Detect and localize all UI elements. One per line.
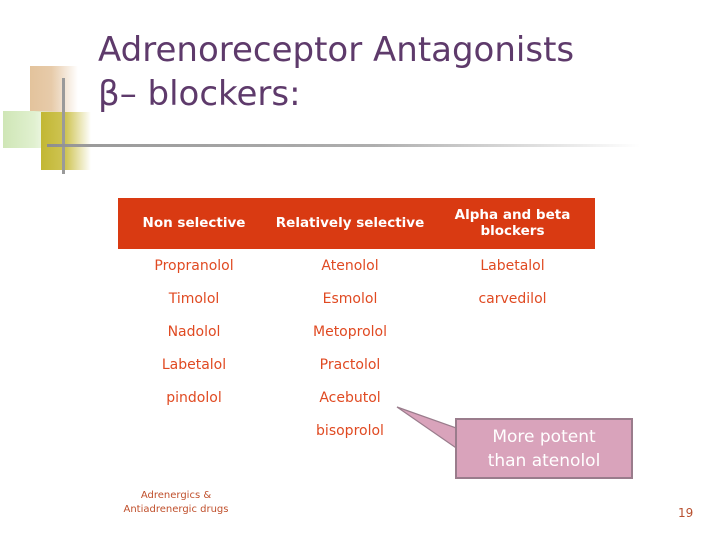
table-cell: Metoprolol bbox=[270, 315, 430, 348]
callout-line-1: More potent bbox=[492, 426, 596, 447]
table-cell: Acebutol bbox=[270, 381, 430, 414]
decorative-vertical-rule bbox=[62, 78, 65, 174]
table-cell bbox=[118, 414, 270, 447]
table-row: Nadolol Metoprolol bbox=[118, 315, 595, 348]
table-cell: Esmolol bbox=[270, 282, 430, 315]
table-row: Timolol Esmolol carvedilol bbox=[118, 282, 595, 315]
title-underline-rule bbox=[47, 144, 640, 147]
table-cell: bisoprolol bbox=[270, 414, 430, 447]
table-cell: Labetalol bbox=[430, 249, 595, 282]
callout-line-2: than atenolol bbox=[487, 450, 601, 471]
table-cell: carvedilol bbox=[430, 282, 595, 315]
table-cell bbox=[430, 381, 595, 414]
table-cell: Timolol bbox=[118, 282, 270, 315]
table-cell: Atenolol bbox=[270, 249, 430, 282]
footer-note-line-2: Antiadrenergic drugs bbox=[123, 504, 229, 515]
decorative-tan-square bbox=[30, 66, 78, 112]
page-title-line-2: β– blockers: bbox=[98, 74, 301, 114]
column-header-relatively-selective: Relatively selective bbox=[270, 198, 430, 249]
footer-note-line-1: Adrenergics & bbox=[140, 490, 212, 501]
table-cell bbox=[430, 315, 595, 348]
table-cell: Practolol bbox=[270, 348, 430, 381]
table-row: pindolol Acebutol bbox=[118, 381, 595, 414]
table-cell: Labetalol bbox=[118, 348, 270, 381]
page-title-line-1: Adrenoreceptor Antagonists bbox=[98, 30, 575, 70]
callout-more-potent: More potent than atenolol bbox=[455, 418, 633, 479]
table-cell: pindolol bbox=[118, 381, 270, 414]
page-title: Adrenoreceptor Antagonists β– blockers: bbox=[98, 28, 698, 116]
beta-blockers-table: Non selective Relatively selective Alpha… bbox=[118, 198, 595, 447]
table-cell: Propranolol bbox=[118, 249, 270, 282]
table-row: Labetalol Practolol bbox=[118, 348, 595, 381]
table-row: Propranolol Atenolol Labetalol bbox=[118, 249, 595, 282]
table-cell bbox=[430, 348, 595, 381]
page-number: 19 bbox=[678, 506, 694, 520]
table-header-row: Non selective Relatively selective Alpha… bbox=[118, 198, 595, 249]
column-header-alpha-and-beta-blockers: Alpha and beta blockers bbox=[430, 198, 595, 249]
column-header-non-selective: Non selective bbox=[118, 198, 270, 249]
table-cell: Nadolol bbox=[118, 315, 270, 348]
footer-note: Adrenergics & Antiadrenergic drugs bbox=[96, 489, 256, 517]
decorative-olive-square bbox=[41, 112, 91, 170]
